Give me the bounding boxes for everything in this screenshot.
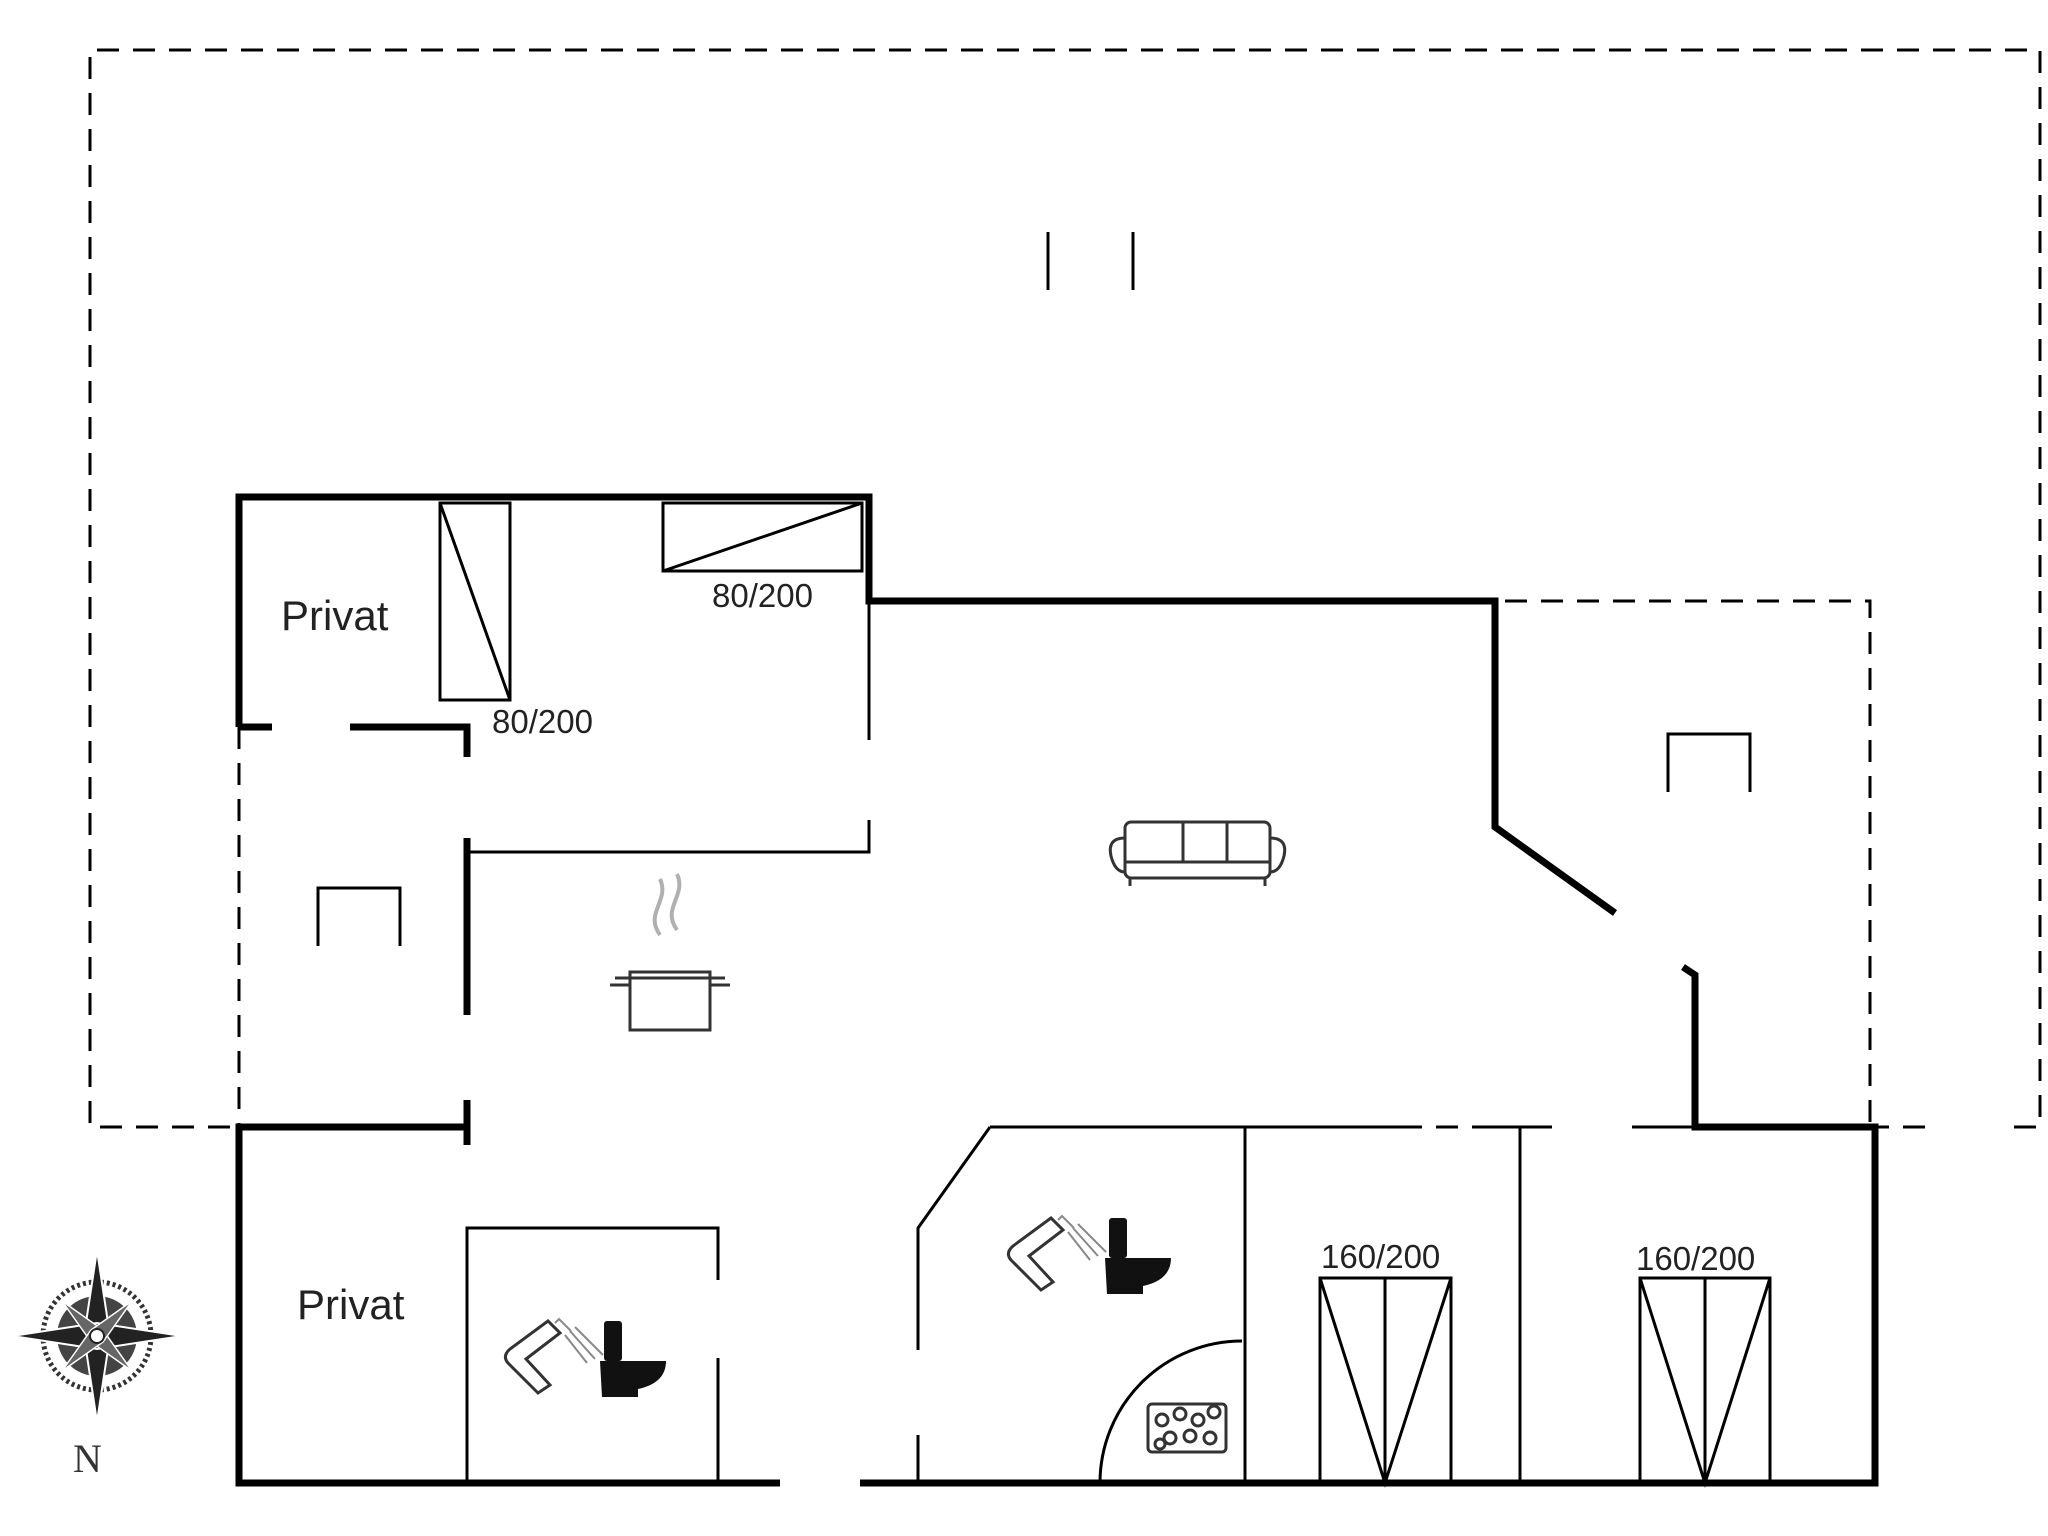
shower-icon <box>503 1317 604 1395</box>
shower-icon <box>1006 1214 1107 1292</box>
exterior-walls <box>235 493 1879 1487</box>
sofa-icon <box>1108 820 1287 886</box>
bed-horizontal-single <box>661 501 864 573</box>
compass-north-label: N <box>73 1436 102 1481</box>
garden-furniture-right <box>1666 732 1752 792</box>
bed-double-left <box>1318 1276 1453 1488</box>
bed-size-label: 80/200 <box>712 577 813 614</box>
toilet-icon <box>1105 1218 1171 1294</box>
toilet-icon <box>600 1321 666 1397</box>
terrace-outline <box>88 48 2042 1129</box>
room-label-privat-bottom: Privat <box>297 1281 405 1328</box>
bed-vertical-single <box>438 501 512 702</box>
garden-furniture-left <box>316 886 402 946</box>
bed-size-label: 80/200 <box>492 703 593 740</box>
whirlpool-icon <box>1146 1402 1228 1454</box>
compass-rose-icon <box>11 1249 183 1423</box>
bed-size-label: 160/200 <box>1636 1240 1755 1277</box>
door-arc <box>1098 1339 1243 1484</box>
bed-size-label: 160/200 <box>1321 1238 1440 1275</box>
fireplace-markers <box>1046 232 1135 290</box>
room-label-privat-top: Privat <box>281 592 389 639</box>
bed-double-right <box>1638 1276 1772 1488</box>
cooking-pot-icon <box>610 873 730 1032</box>
interior-walls <box>465 601 1700 1483</box>
